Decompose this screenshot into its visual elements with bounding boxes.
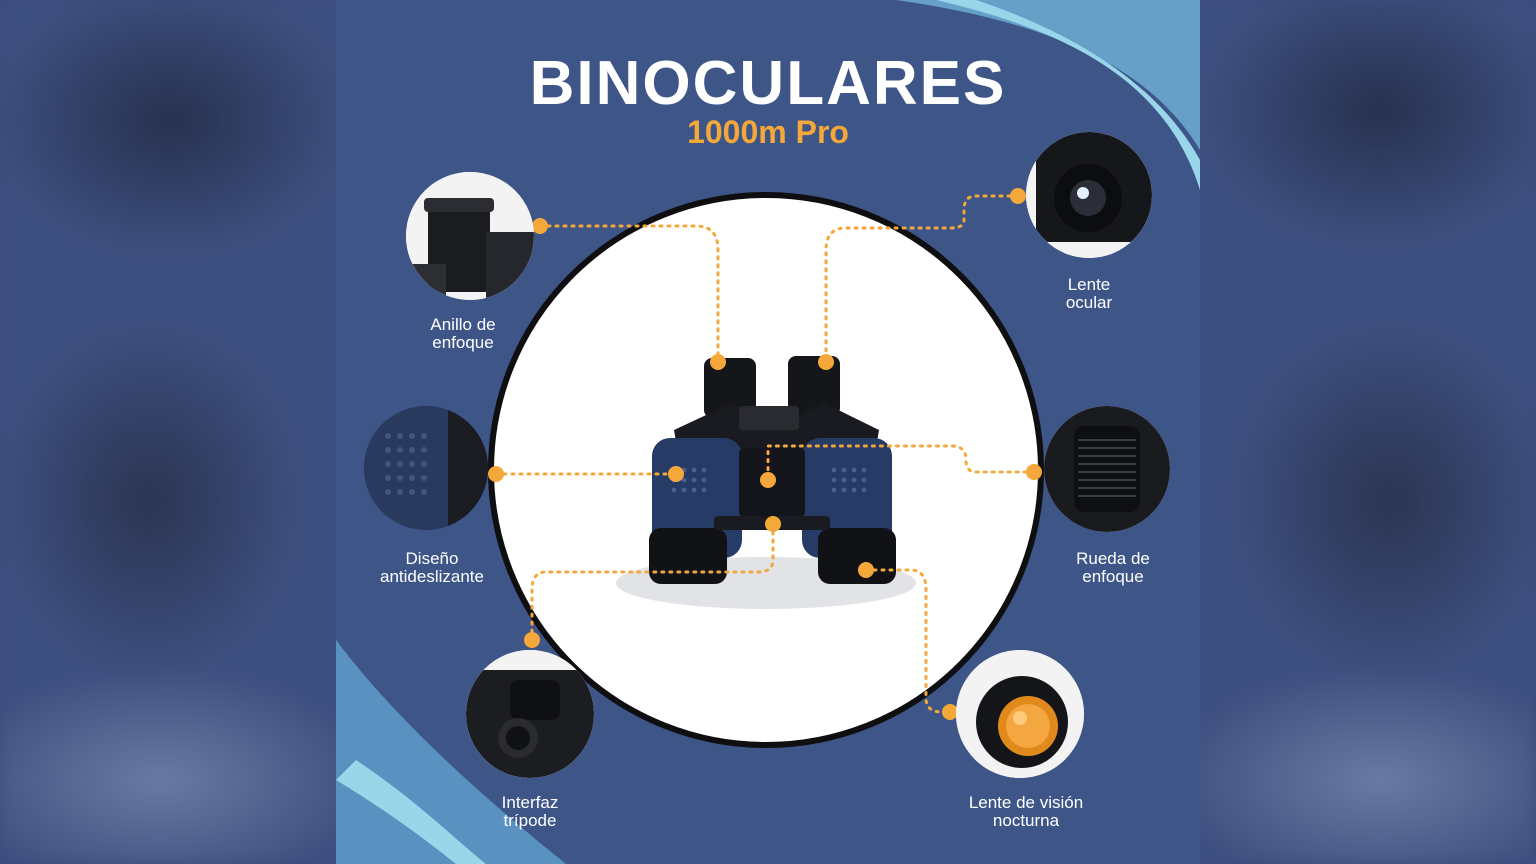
binoculars-icon (616, 356, 916, 609)
focus-wheel-thumbnail (1044, 406, 1170, 532)
eyepiece-thumbnail (1026, 132, 1152, 258)
focus-ring-label: Anillo de enfoque (430, 315, 496, 352)
focus-ring-icon (406, 172, 534, 300)
focus-wheel-icon (1044, 406, 1170, 532)
tripod-thumbnail (466, 650, 594, 778)
night-vision-thumbnail (956, 650, 1084, 778)
page-title: BINOCULARES (529, 49, 1007, 118)
product-infographic: BINOCULARES 1000m Pro (336, 0, 1200, 864)
focus-wheel-label: Rueda de enfoque (1076, 549, 1150, 586)
tripod-label: Interfaz trípode (501, 793, 559, 830)
night-vision-lens-icon (956, 650, 1084, 778)
anti-slip-thumbnail (364, 406, 488, 530)
focus-ring-thumbnail (406, 172, 534, 300)
anti-slip-texture-icon (364, 406, 488, 530)
night-vision-label: Lente de visión nocturna (968, 793, 1084, 830)
eyepiece-lens-icon (1026, 132, 1152, 258)
eyepiece-label: Lente ocular (1065, 275, 1113, 312)
page-subtitle: 1000m Pro (687, 114, 849, 150)
decorative-swoosh (336, 0, 1200, 864)
anti-slip-label: Diseño antideslizante (380, 549, 484, 586)
tripod-mount-icon (466, 650, 594, 778)
